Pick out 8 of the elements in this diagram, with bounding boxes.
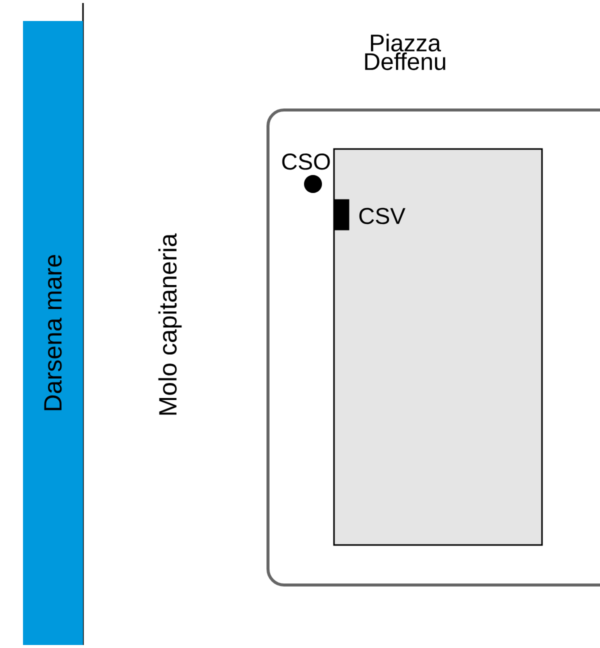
place-label: Piazza Deffenu [365, 34, 446, 70]
marker-label: CSO [282, 154, 330, 170]
dot-marker [304, 175, 322, 193]
building-box [333, 148, 543, 546]
marker-label: CSV [359, 208, 406, 224]
water-band: Darsena mare [23, 21, 83, 645]
place-label: Molo capitaneria [158, 233, 182, 415]
valve-marker [334, 199, 350, 230]
